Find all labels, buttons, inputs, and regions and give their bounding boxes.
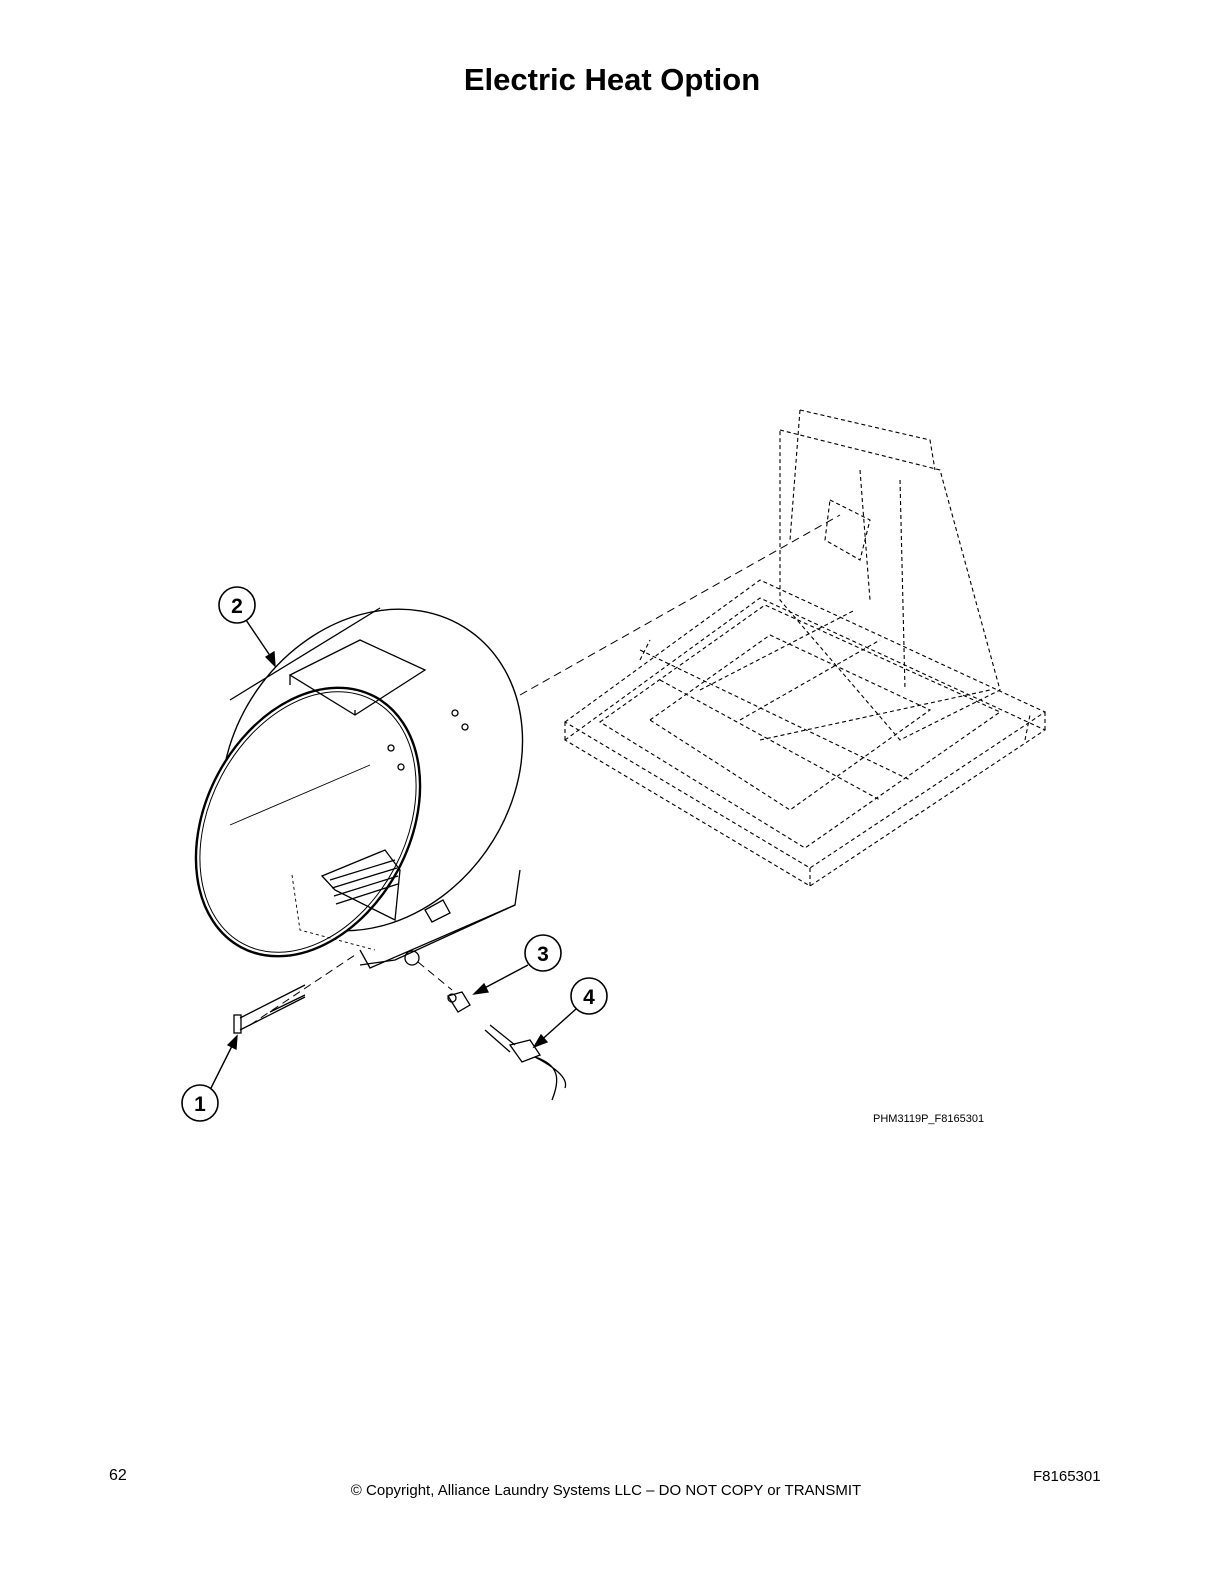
callout-number: 2 (231, 595, 243, 618)
callout-number: 3 (537, 943, 549, 966)
heating-element (233, 984, 306, 1034)
copyright-notice: © Copyright, Alliance Laundry Systems LL… (350, 1482, 862, 1499)
callout-2: 2 (218, 586, 276, 668)
callout-1: 1 (181, 1034, 238, 1122)
alignment-line (249, 954, 453, 1026)
alignment-line (519, 514, 841, 696)
callout-3: 3 (472, 934, 562, 995)
heater-drum (194, 607, 524, 969)
callout-number: 4 (583, 986, 595, 1009)
dryer-frame (564, 409, 1047, 887)
figure-id: PHM3119P_F8165301 (873, 1113, 985, 1125)
callout-number: 1 (194, 1093, 206, 1116)
callout-4: 4 (532, 977, 608, 1049)
temperature-sensor (484, 1024, 567, 1101)
page-number: 62 (109, 1467, 127, 1484)
fitting (446, 991, 471, 1013)
document-number: F8165301 (1033, 1468, 1101, 1485)
page-title: Electric Heat Option (463, 62, 761, 97)
